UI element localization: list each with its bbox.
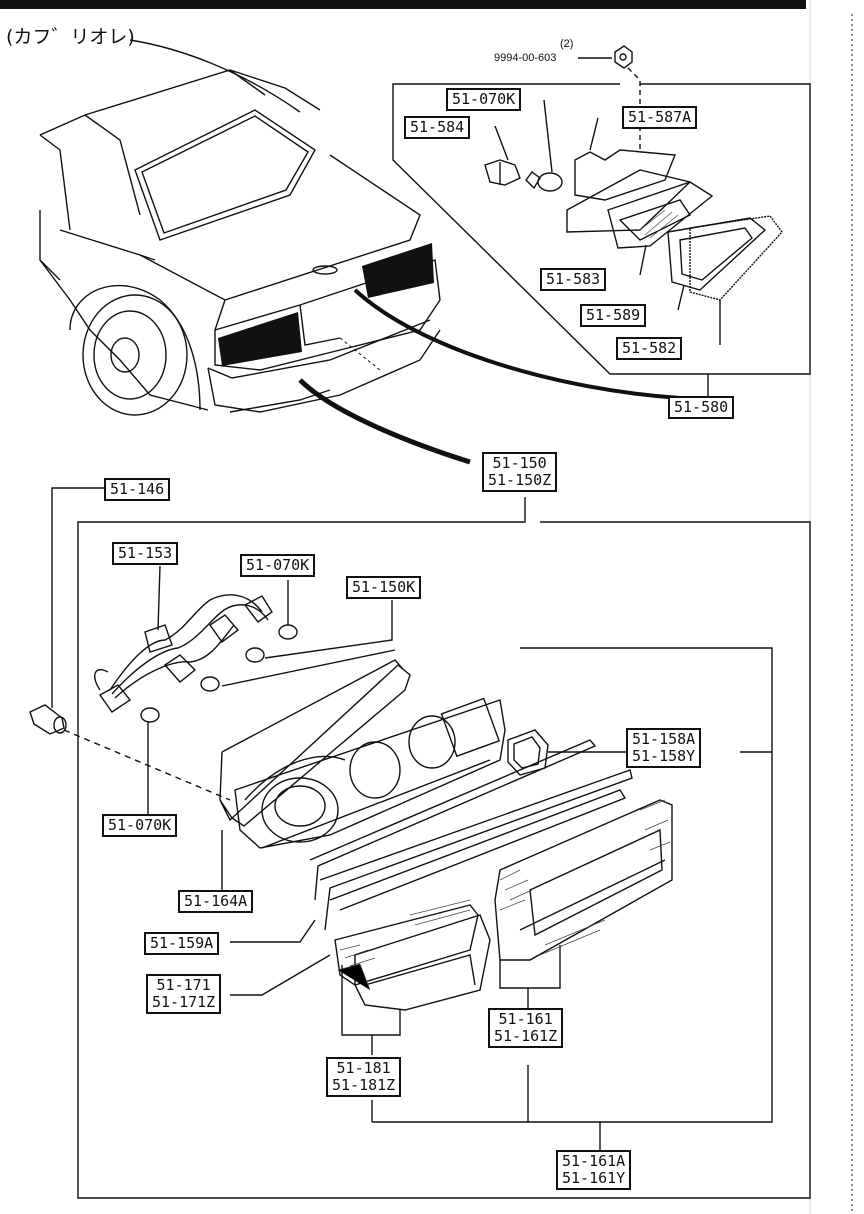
car-right-taillight (362, 243, 434, 298)
quantity-note: (2) (560, 38, 574, 50)
part-label-51-164A[interactable]: 51-164A (178, 890, 254, 913)
part-label-51-587A[interactable]: 51-587A (622, 106, 698, 129)
part-label-51-582[interactable]: 51-582 (616, 337, 683, 360)
part-label-51-153[interactable]: 51-153 (112, 542, 179, 565)
part-label-51-171[interactable]: 51-171 51-171Z (146, 974, 222, 1014)
part-label-51-150K[interactable]: 51-150K (346, 576, 422, 599)
lens-texture (639, 209, 679, 239)
part-label-51-580[interactable]: 51-580 (668, 396, 735, 419)
part-label-51-070K-low[interactable]: 51-070K (102, 814, 178, 837)
part-label-51-181[interactable]: 51-181 51-181Z (326, 1057, 402, 1097)
part-label-51-146[interactable]: 51-146 (104, 478, 171, 501)
part-label-51-070K-top[interactable]: 51-070K (446, 88, 522, 111)
rear-combination-lamp (29, 487, 811, 1199)
car-left-taillight (218, 312, 302, 366)
car-illustration (39, 39, 441, 416)
leader-to-580 (353, 288, 681, 400)
textures (337, 799, 671, 991)
part-label-51-584[interactable]: 51-584 (404, 116, 471, 139)
top-border-bar (0, 0, 806, 9)
part-label-51-070K-mid[interactable]: 51-070K (240, 554, 316, 577)
part-label-51-583[interactable]: 51-583 (540, 268, 607, 291)
part-label-51-159A[interactable]: 51-159A (144, 932, 220, 955)
part-label-51-158[interactable]: 51-158A 51-158Y (626, 728, 702, 768)
part-label-51-589[interactable]: 51-589 (580, 304, 647, 327)
part-label-51-161[interactable]: 51-161 51-161Z (488, 1008, 564, 1048)
diagram-caption: (カフ゛リオレ) (6, 26, 135, 48)
part-label-51-150[interactable]: 51-150 51-150Z (482, 452, 558, 492)
leader-to-150 (298, 378, 471, 465)
bolt-part-number: 9994-00-603 (494, 52, 557, 64)
part-label-51-161A[interactable]: 51-161A 51-161Y (556, 1150, 632, 1190)
